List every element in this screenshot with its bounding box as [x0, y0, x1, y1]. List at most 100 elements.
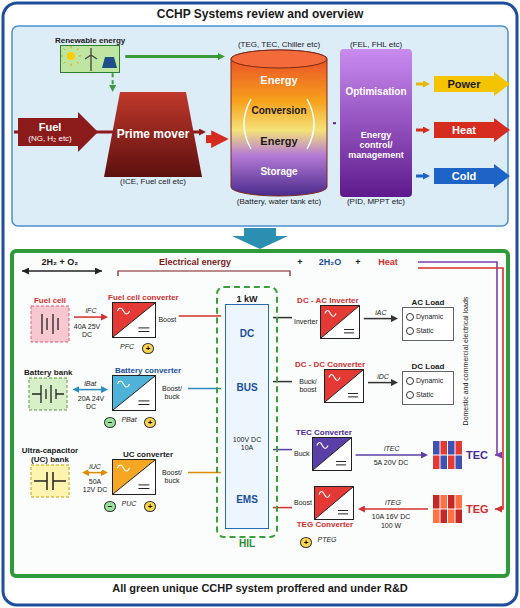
- overview-panel: [12, 26, 508, 226]
- shape-row: DynamicStatic: [398, 307, 458, 341]
- node-text: Fuel: [39, 121, 62, 134]
- shape: [112, 302, 156, 338]
- shape: [432, 494, 464, 524]
- wire: [273, 507, 292, 509]
- shape-row: Heat: [430, 118, 514, 142]
- annotation: 5A 20V DC: [360, 459, 422, 467]
- current-label: iTEC: [383, 445, 401, 453]
- annotation: 50A 12V DC: [82, 478, 108, 494]
- ultracap-bank: Ultra-capacitor (UC) bank: [18, 446, 82, 498]
- shape: [112, 375, 156, 411]
- text-group: Battery converter: [115, 366, 181, 375]
- annotation: Heat: [366, 257, 410, 267]
- shape-row: TEC: [428, 440, 490, 470]
- wire: [179, 315, 221, 317]
- shape-row: [24, 377, 72, 411]
- node-text: Static: [406, 391, 434, 399]
- prime-mover-block: Prime mover(ICE, Fuel cell etc): [100, 92, 206, 186]
- shape: OptimisationEnergy control/ management: [340, 49, 412, 197]
- renew-art: [60, 45, 120, 73]
- side-text: Boost: [294, 499, 312, 507]
- terminal-sign: +: [144, 501, 156, 512]
- node-text: HIL: [239, 538, 255, 550]
- annotation: PTEG: [312, 536, 342, 544]
- text-group: (FEL, FHL etc): [350, 40, 402, 49]
- thermo-module: TEG: [428, 494, 491, 524]
- annotation: +: [294, 257, 306, 267]
- flow-arrow: [77, 389, 103, 391]
- node-text: Boost: [158, 316, 176, 324]
- shape: Fuel(NG, H₂ etc): [18, 112, 98, 152]
- shape-row: Boost/ buck: [108, 459, 188, 495]
- text-group: DC - DC Converter: [295, 360, 365, 369]
- text-group: TEC Converter: [296, 428, 352, 437]
- node-text: (Battery, water tank etc): [237, 197, 321, 206]
- convR-art: [112, 302, 156, 338]
- node-text: DC - DC Converter: [295, 360, 365, 369]
- flow-arrow: [363, 508, 428, 510]
- tec-art: [432, 440, 464, 470]
- shape-row: Buck: [292, 437, 356, 471]
- node-text: Dynamic: [406, 313, 443, 321]
- control-box: (FEL, FHL etc)OptimisationEnergy control…: [336, 40, 416, 206]
- converter-box: UC converterBoost/ buck: [108, 450, 188, 495]
- shape: [320, 305, 360, 339]
- node-text: Battery converter: [115, 366, 181, 375]
- shape-row: [56, 45, 124, 73]
- node-text: Fuel cell: [34, 296, 66, 305]
- shape-row: Boost: [292, 486, 358, 520]
- flow-arrow: [125, 55, 220, 58]
- text-group: 1 kW: [236, 294, 257, 304]
- node-text: (TEG, TEC, Chiller etc): [238, 40, 320, 49]
- node-text: DC: [240, 328, 254, 340]
- text-group: (TEG, TEC, Chiller etc): [238, 40, 320, 49]
- shape: [28, 377, 68, 411]
- text-group: TEG Converter: [297, 520, 353, 529]
- node-text: Energy: [260, 74, 297, 87]
- battery-bank: Battery bank: [24, 368, 72, 411]
- shape-row: DCBUS100V DC 10AEMS: [221, 304, 273, 529]
- node-text: Renewable energy: [55, 36, 125, 45]
- terminal-sign: +: [300, 537, 312, 548]
- current-label: iDC: [376, 373, 390, 381]
- node-text: Power: [447, 78, 480, 91]
- node-text: Energy control/ management: [344, 130, 408, 161]
- output-arrow: Cold: [430, 164, 514, 188]
- uc-art: [30, 464, 70, 498]
- shape: DCBUS100V DC 10AEMS: [225, 304, 269, 529]
- fc-art: [30, 305, 70, 343]
- shape: DynamicStatic: [402, 307, 454, 341]
- wire: [273, 449, 292, 451]
- fuel-cell-stack: Fuel cell: [26, 296, 74, 343]
- flow-arrow: [112, 73, 114, 87]
- flow-arrow: [416, 83, 425, 86]
- text-group: Fuel cell: [34, 296, 66, 305]
- node-text: TEC Converter: [296, 428, 352, 437]
- shape: EnergyConversionEnergyStorage: [229, 49, 329, 197]
- text-group: HIL: [239, 538, 255, 550]
- shape: [60, 45, 120, 73]
- side-text: TEG: [466, 503, 489, 516]
- output-arrow: Power: [430, 72, 514, 96]
- heat-line: [418, 262, 497, 455]
- shape: Cold: [434, 164, 510, 188]
- node-text: Energy: [260, 135, 297, 148]
- node-text: EMS: [236, 494, 258, 506]
- node-text: Storage: [260, 166, 297, 178]
- shape: Prime mover: [104, 92, 202, 177]
- text-group: DC - AC Inverter: [297, 296, 359, 305]
- energy-cylinder: (TEG, TEC, Chiller etc)EnergyConversionE…: [225, 40, 333, 206]
- node-text: UC converter: [123, 450, 173, 459]
- converter-box: Fuel cell converterBoost: [108, 293, 179, 338]
- flow-arrow: [87, 472, 103, 474]
- side-text: Buck/ boost: [294, 378, 322, 394]
- input-arrow: Fuel(NG, H₂ etc): [14, 112, 102, 152]
- node-text: DC Load: [412, 362, 445, 371]
- down-arrow: [232, 228, 288, 249]
- node-text: Boost/ buck: [158, 385, 186, 401]
- node-text: DC - AC Inverter: [297, 296, 359, 305]
- node-text: Static: [406, 327, 434, 335]
- outer-frame: [3, 3, 517, 605]
- wire: [273, 317, 292, 319]
